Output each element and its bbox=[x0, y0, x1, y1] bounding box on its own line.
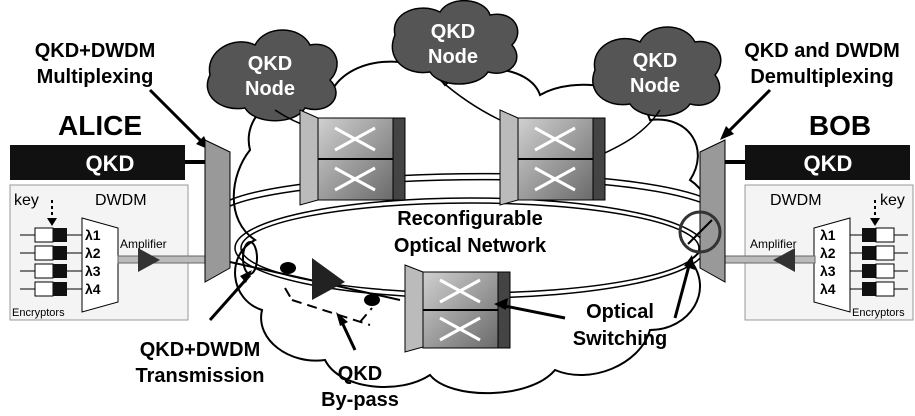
alice-l1: λ1 bbox=[85, 227, 101, 243]
mux-arrow bbox=[148, 88, 207, 147]
alice-encryptors bbox=[20, 227, 82, 297]
alice-amplifier: Amplifier bbox=[120, 237, 167, 251]
qkd-node-right-l1: QKD bbox=[633, 50, 677, 72]
bob-key: key bbox=[880, 192, 905, 209]
bob-l2: λ2 bbox=[820, 245, 836, 261]
optical-switch-3 bbox=[404, 264, 511, 353]
bob-encryptors-label: Encryptors bbox=[852, 307, 905, 319]
alice-qkd-box bbox=[10, 145, 185, 180]
alice-l3: λ3 bbox=[85, 263, 101, 279]
qkd-node-center: QKD Node bbox=[391, 0, 519, 85]
qkd-node-left-l2: Node bbox=[245, 78, 295, 100]
qkd-node-right: QKD Node bbox=[592, 26, 722, 117]
bypass-amplifier-icon bbox=[312, 258, 345, 300]
bob-l4: λ4 bbox=[820, 281, 836, 297]
network-label-1: Reconfigurable bbox=[397, 208, 543, 230]
optical-switch-1 bbox=[299, 109, 406, 206]
bob-label: BOB bbox=[809, 110, 871, 141]
alice-dwdm: DWDM bbox=[95, 192, 147, 209]
alice-l2: λ2 bbox=[85, 245, 101, 261]
alice-encryptors-label: Encryptors bbox=[12, 307, 65, 319]
bob-amplifier-icon bbox=[773, 248, 795, 272]
alice-l4: λ4 bbox=[85, 281, 101, 297]
alice-multiplexer bbox=[204, 139, 231, 283]
alice-label: ALICE bbox=[58, 110, 142, 141]
bypass-label-1: QKD bbox=[338, 363, 382, 385]
mux-label-2: Multiplexing bbox=[37, 66, 154, 88]
demux-arrow bbox=[723, 88, 772, 137]
demux-label-2: Demultiplexing bbox=[750, 66, 893, 88]
alice-amplifier-icon bbox=[138, 248, 160, 272]
bob-encryptors bbox=[850, 227, 908, 297]
bob-demux bbox=[813, 217, 851, 313]
qkd-node-left-l1: QKD bbox=[248, 53, 292, 75]
alice-mux bbox=[81, 217, 119, 313]
bypass-label-2: By-pass bbox=[321, 389, 399, 411]
bob-demultiplexer bbox=[699, 139, 726, 283]
optical-switch-circle bbox=[678, 210, 722, 254]
switching-label-2: Switching bbox=[573, 328, 667, 350]
bob-amplifier: Amplifier bbox=[750, 237, 797, 251]
qkd-node-center-l1: QKD bbox=[431, 21, 475, 43]
bob-l3: λ3 bbox=[820, 263, 836, 279]
bob-qkd-box bbox=[745, 145, 910, 180]
network-label-2: Optical Network bbox=[394, 235, 547, 257]
bob-dwdm: DWDM bbox=[770, 192, 822, 209]
mux-label-1: QKD+DWDM bbox=[35, 40, 156, 62]
switching-label-1: Optical bbox=[586, 301, 654, 323]
transmission-label-2: Transmission bbox=[136, 365, 265, 387]
qkd-node-center-l2: Node bbox=[428, 46, 478, 68]
demux-label-1: QKD and DWDM bbox=[744, 40, 900, 62]
qkd-node-right-l2: Node bbox=[630, 75, 680, 97]
transmission-label-1: QKD+DWDM bbox=[140, 339, 261, 361]
optical-switch-2 bbox=[499, 109, 606, 206]
alice-key: key bbox=[14, 192, 39, 209]
qkd-node-left: QKD Node bbox=[206, 29, 338, 122]
alice-qkd-text: QKD bbox=[86, 151, 135, 176]
bob-l1: λ1 bbox=[820, 227, 836, 243]
bob-qkd-text: QKD bbox=[804, 151, 853, 176]
